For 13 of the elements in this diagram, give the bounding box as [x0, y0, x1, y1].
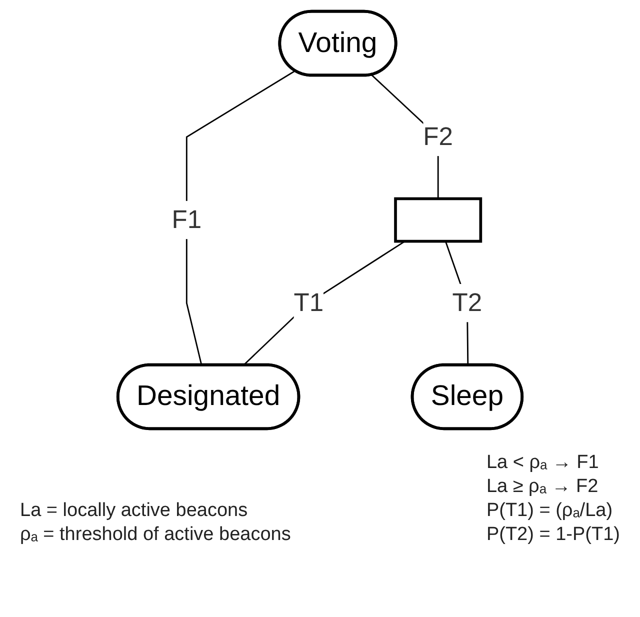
edge-label: T2	[452, 288, 482, 317]
edge-label: T1	[294, 288, 324, 317]
edge-label: F1	[172, 205, 202, 234]
note-text: La = locally active beacons	[20, 500, 249, 522]
note-text: La ≥ ρₐ → F2	[486, 476, 600, 498]
note-text: P(T2) = 1-P(T1)	[486, 524, 620, 546]
node-box	[394, 197, 482, 243]
note-text: P(T1) = (ρₐ/La)	[486, 500, 614, 522]
connector	[186, 70, 296, 366]
edge-label: F2	[423, 122, 454, 150]
note-text: La < ρₐ → F1	[486, 452, 600, 474]
note-text: ρₐ = threshold of active beacons	[20, 524, 291, 546]
connector	[242, 240, 406, 366]
